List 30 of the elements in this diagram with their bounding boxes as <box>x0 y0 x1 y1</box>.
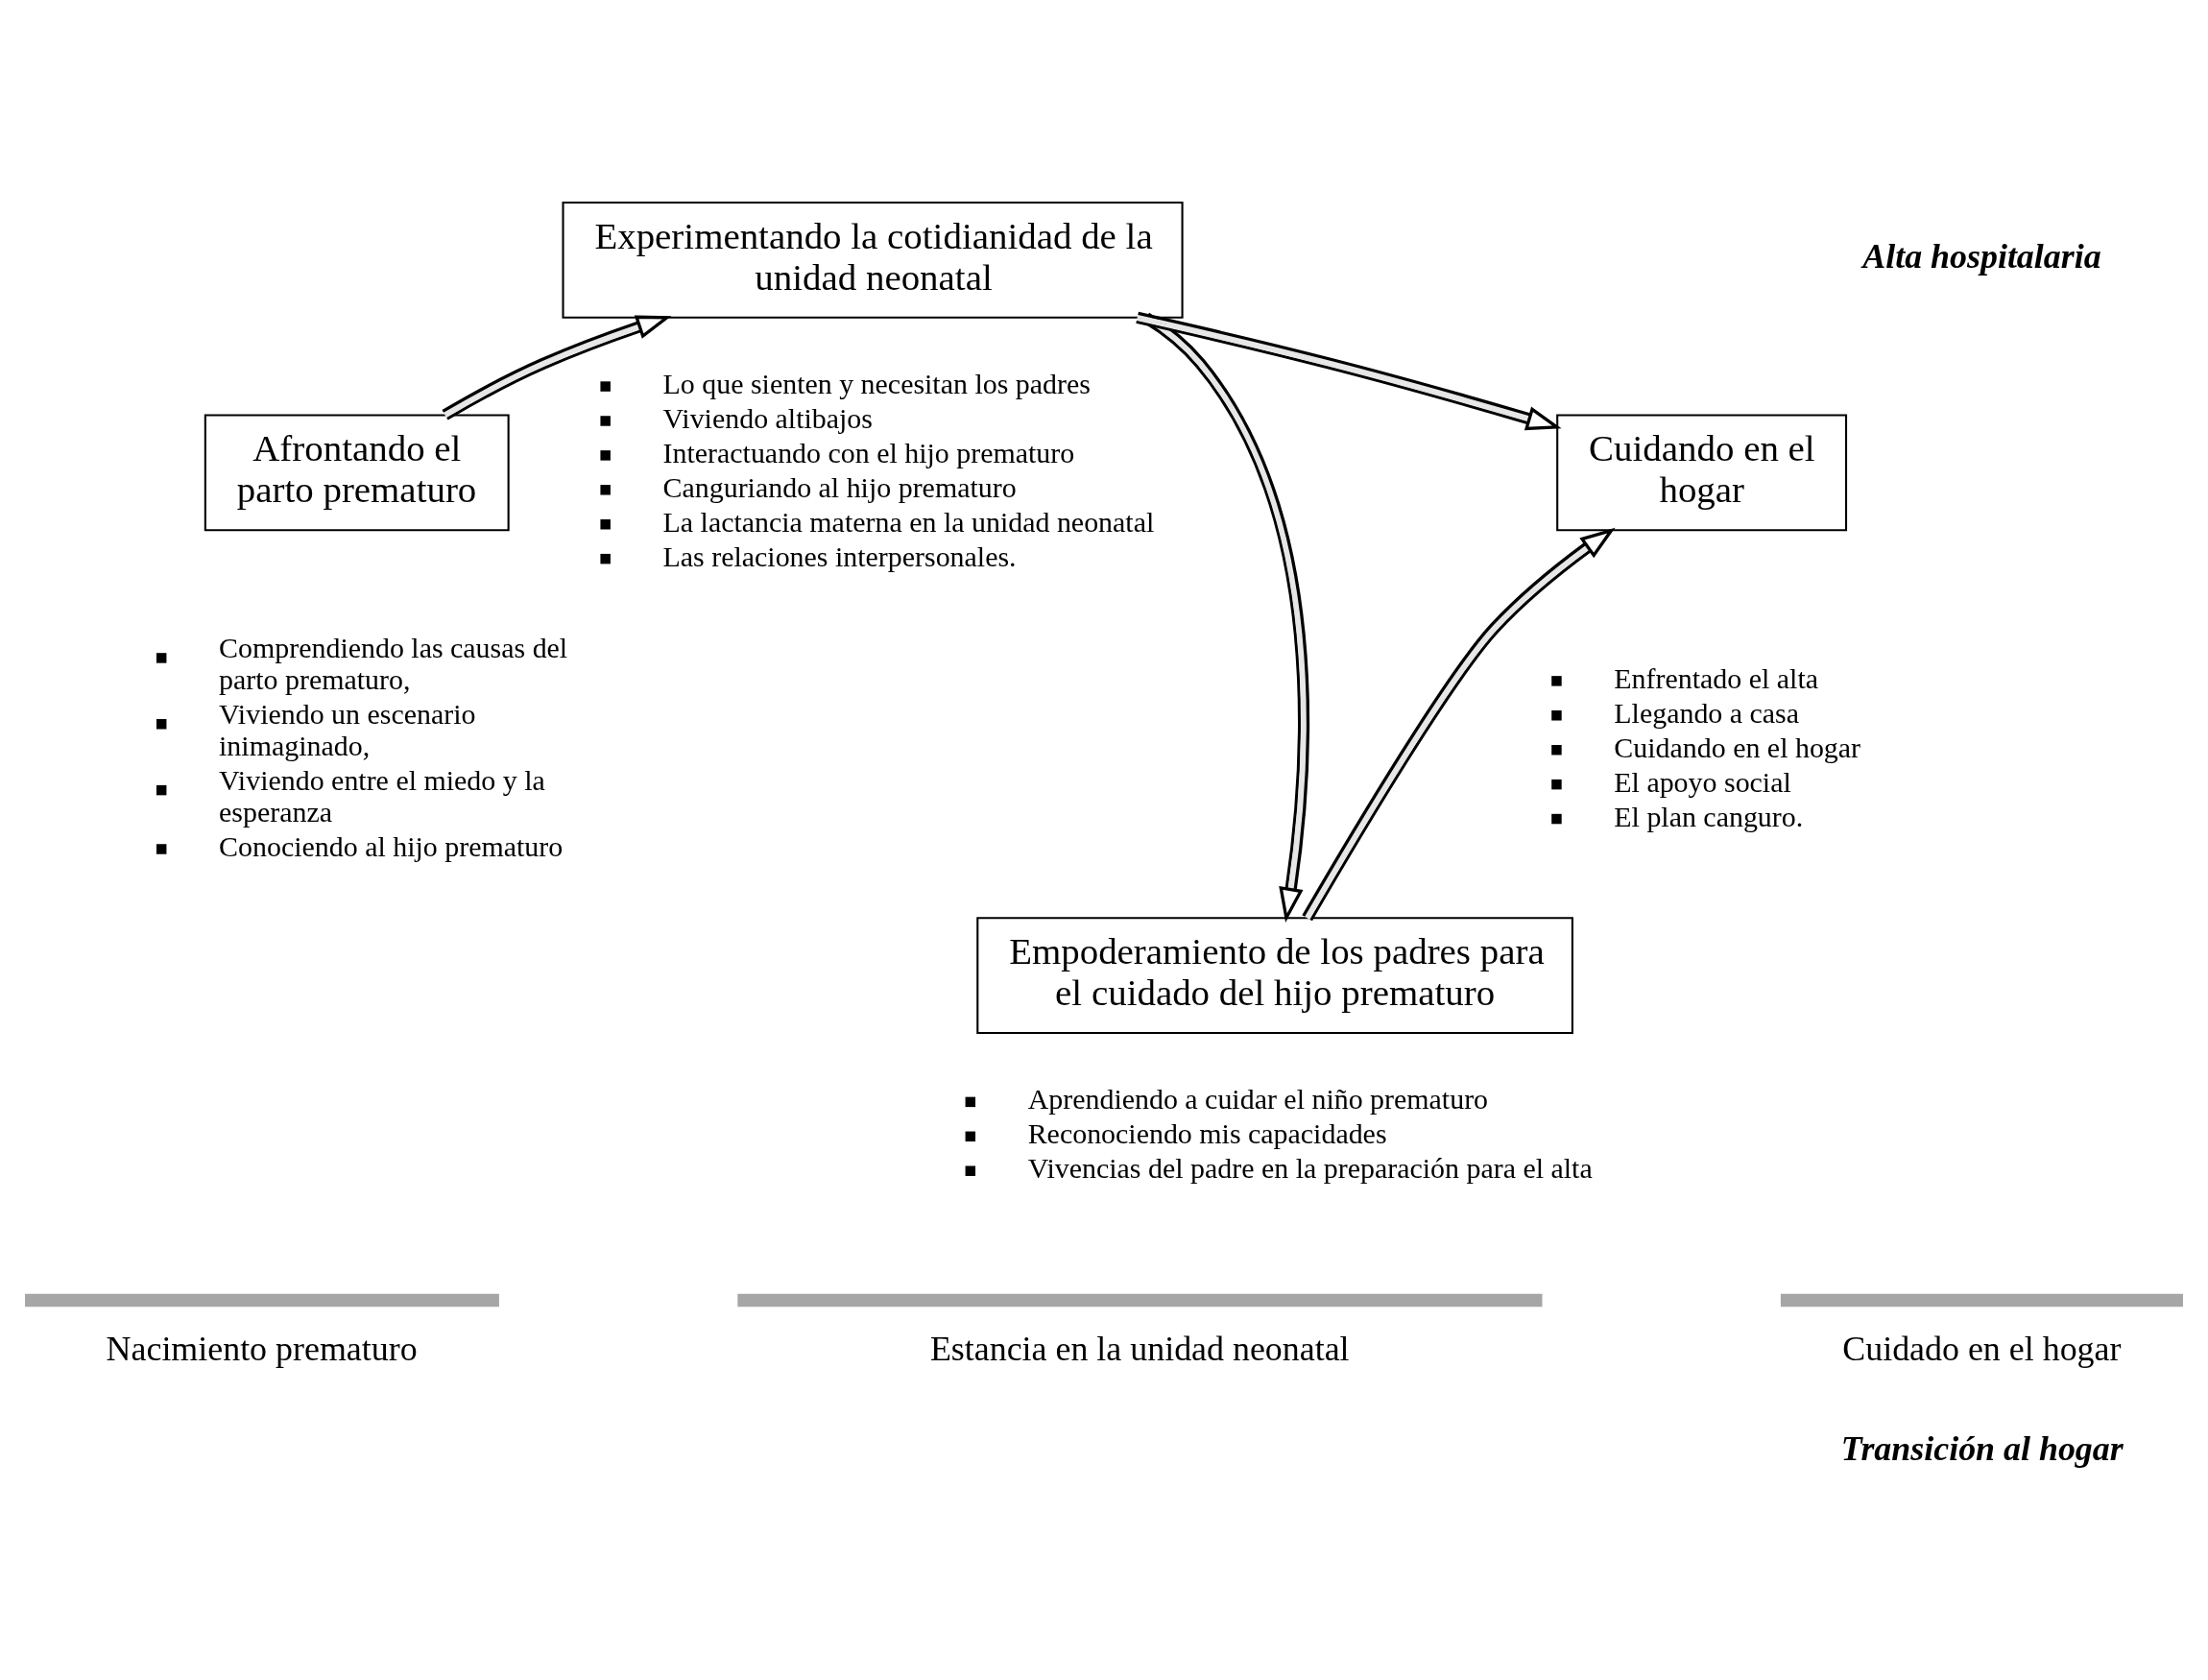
node-label: Reconociendo mis capacidades <box>1027 1116 1387 1149</box>
node-label: Llegando a casa <box>1614 696 1800 729</box>
node-label: Aprendiendo a cuidar el niño prematuro <box>1027 1082 1489 1115</box>
arrow <box>1136 311 1562 430</box>
node-box: Cuidando en el hogar <box>1556 413 1848 531</box>
label: Transición al hogar <box>1840 1428 2124 1468</box>
node-label: Viviendo altibajos <box>662 401 873 434</box>
node-label: El plan canguro. <box>1614 800 1804 832</box>
node-label: La lactancia materna en la unidad neonatal <box>662 505 1155 538</box>
node-box: Afrontando el parto prematuro <box>204 413 510 531</box>
node-label: Cuidando en el hogar <box>1614 731 1861 763</box>
node-label: Comprendiendo las causas del parto prematuro, <box>219 631 568 695</box>
node-box: Empoderamiento de los padres para el cuidado del hijo prematuro <box>976 916 1573 1034</box>
node-label: Viviendo entre el miedo y la esperanza <box>219 763 545 828</box>
node-label: Vivencias del padre en la preparación para el alta <box>1027 1151 1593 1184</box>
label: Cuidado en el hogar <box>1842 1329 2122 1368</box>
node-label: Lo que sienten y necesitan los padres <box>662 367 1091 399</box>
node-label: Canguriando al hijo prematuro <box>662 470 1017 503</box>
label: Alta hospitalaria <box>1862 236 2101 276</box>
label: Estancia en la unidad neonatal <box>929 1329 1350 1368</box>
node-label: El apoyo social <box>1614 765 1791 798</box>
label: Nacimiento prematuro <box>106 1329 418 1368</box>
node-box: Experimentando la cotidianidad de la unidad neonatal <box>562 201 1184 319</box>
arrow <box>1302 527 1616 921</box>
node-label: Las relaciones interpersonales. <box>662 540 1017 572</box>
node-label: Viviendo un escenario inimaginado, <box>219 697 476 761</box>
arrow <box>442 315 672 420</box>
node-label: Conociendo al hijo prematuro <box>219 829 564 862</box>
node-label: Enfrentado el alta <box>1614 661 1818 694</box>
node-label: Interactuando con el hijo prematuro <box>662 436 1075 468</box>
